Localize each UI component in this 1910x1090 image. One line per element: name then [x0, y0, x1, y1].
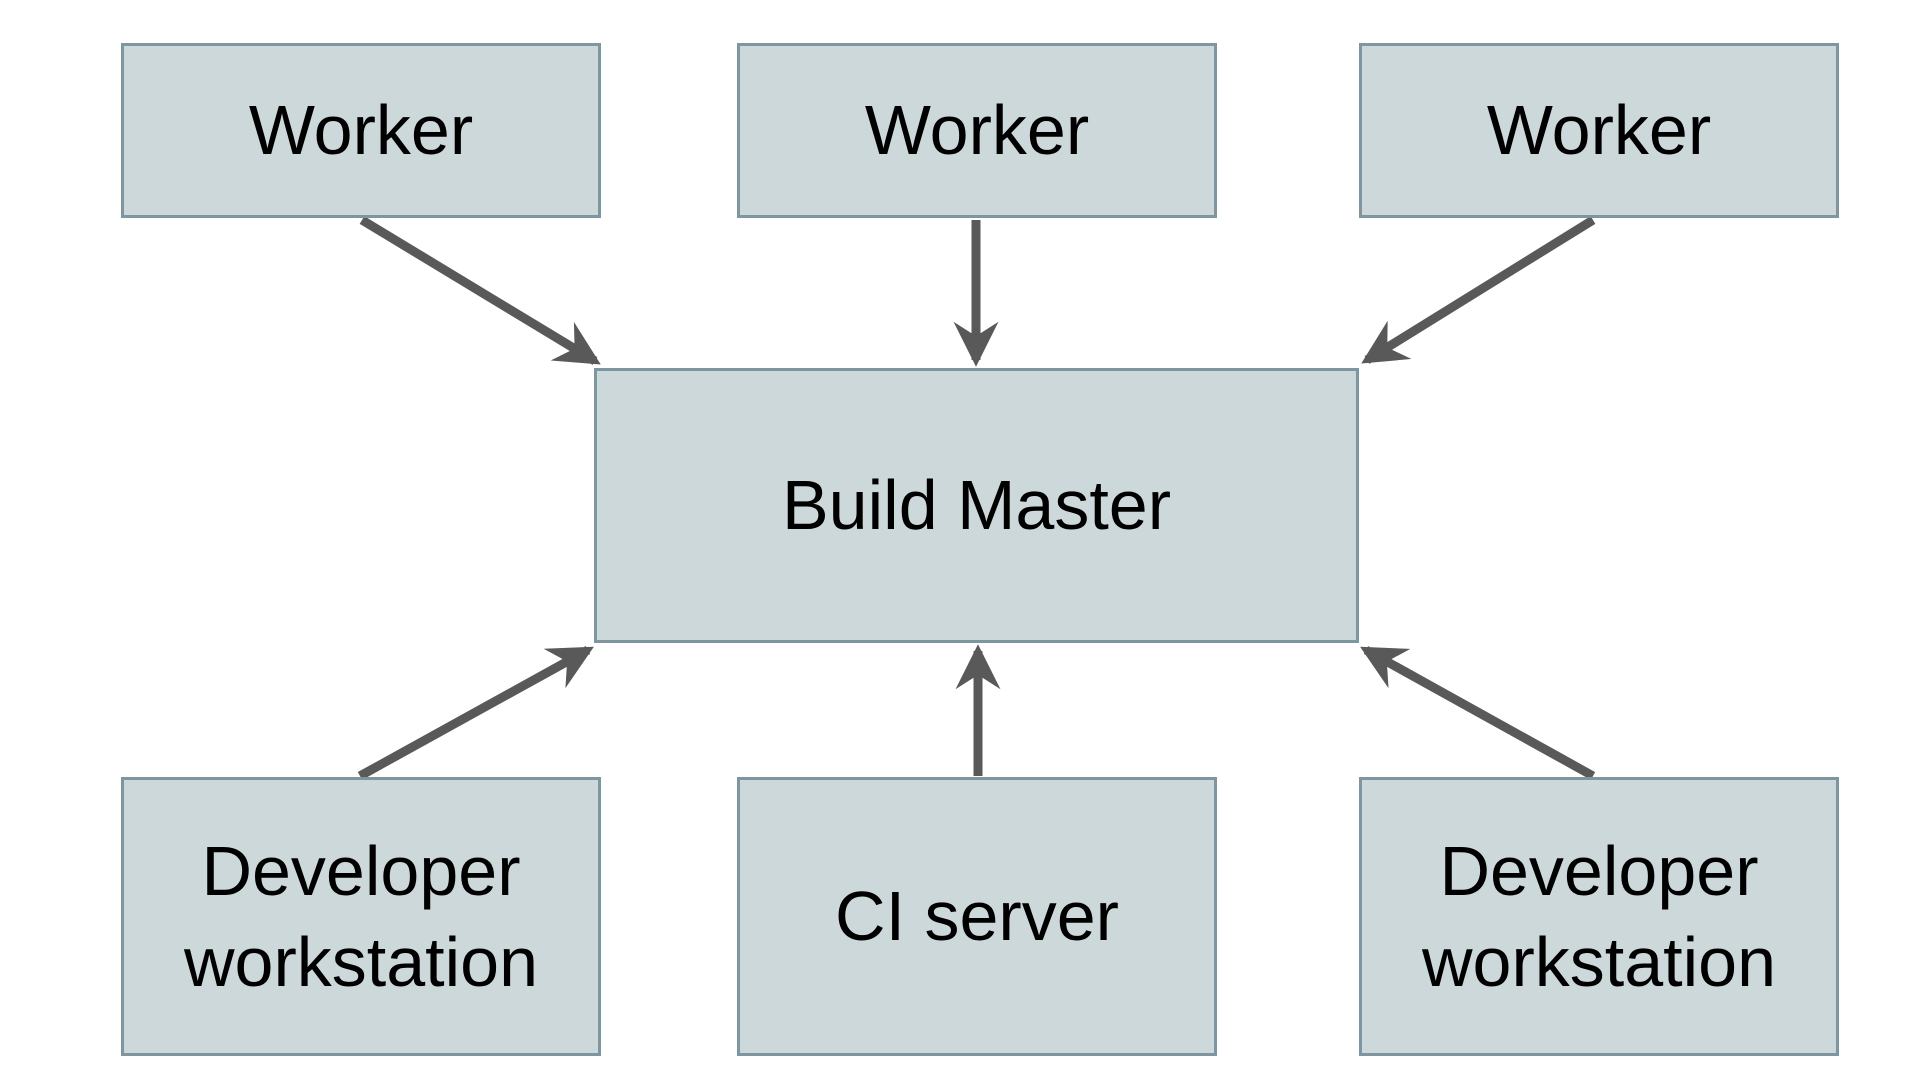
node-ci-server-label: CI server [835, 877, 1119, 955]
node-worker-1: Worker [121, 43, 601, 218]
node-build-master: Build Master [594, 368, 1359, 643]
arrow-worker1-to-build-master [359, 216, 601, 365]
node-developer-workstation-2: Developer workstation [1359, 777, 1839, 1056]
node-ci-server: CI server [737, 777, 1217, 1056]
arrow-devworkstation1-to-build-master [357, 646, 594, 780]
node-worker-2-label: Worker [864, 91, 1090, 169]
node-developer-workstation-2-label: Developer workstation [1421, 831, 1777, 1001]
node-worker-2: Worker [737, 43, 1217, 218]
arrow-worker3-to-build-master [1361, 216, 1596, 364]
node-build-master-label: Build Master [781, 466, 1172, 544]
node-worker-3: Worker [1359, 43, 1839, 218]
node-developer-workstation-1: Developer workstation [121, 777, 601, 1056]
node-worker-1-label: Worker [248, 91, 474, 169]
node-worker-3-label: Worker [1486, 91, 1712, 169]
arrow-devworkstation2-to-build-master [1360, 646, 1596, 780]
node-developer-workstation-1-label: Developer workstation [183, 831, 539, 1001]
